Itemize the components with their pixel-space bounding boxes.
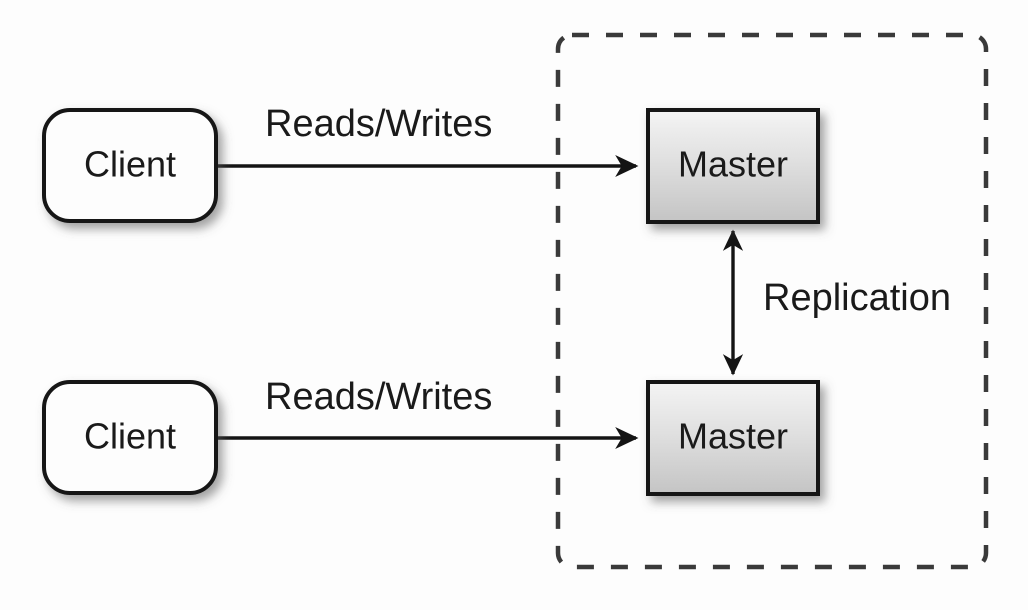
node-master-top[interactable] [646,108,820,224]
edge-replication: Replication [722,229,951,376]
edge-label-reads-writes-top: Reads/Writes [265,103,492,145]
node-label-client-bottom: Client [84,416,176,457]
edge-reads-writes-top: Reads/Writes [216,103,639,178]
edge-reads-writes-bottom: Reads/Writes [216,376,639,450]
node-label-master-top: Master [678,144,788,185]
node-master-bottom[interactable] [646,380,820,496]
node-label-client-top: Client [84,144,176,185]
node-client-top[interactable] [42,108,218,223]
client-top-shape[interactable] [42,108,218,223]
node-client-bottom[interactable] [42,380,218,495]
edge-label-reads-writes-bottom: Reads/Writes [265,376,492,418]
edge-label-replication: Replication [763,277,951,319]
master-top-shape[interactable] [646,108,820,224]
master-bottom-shape[interactable] [646,380,820,496]
client-bottom-shape[interactable] [42,380,218,495]
node-label-master-bottom: Master [678,416,788,457]
